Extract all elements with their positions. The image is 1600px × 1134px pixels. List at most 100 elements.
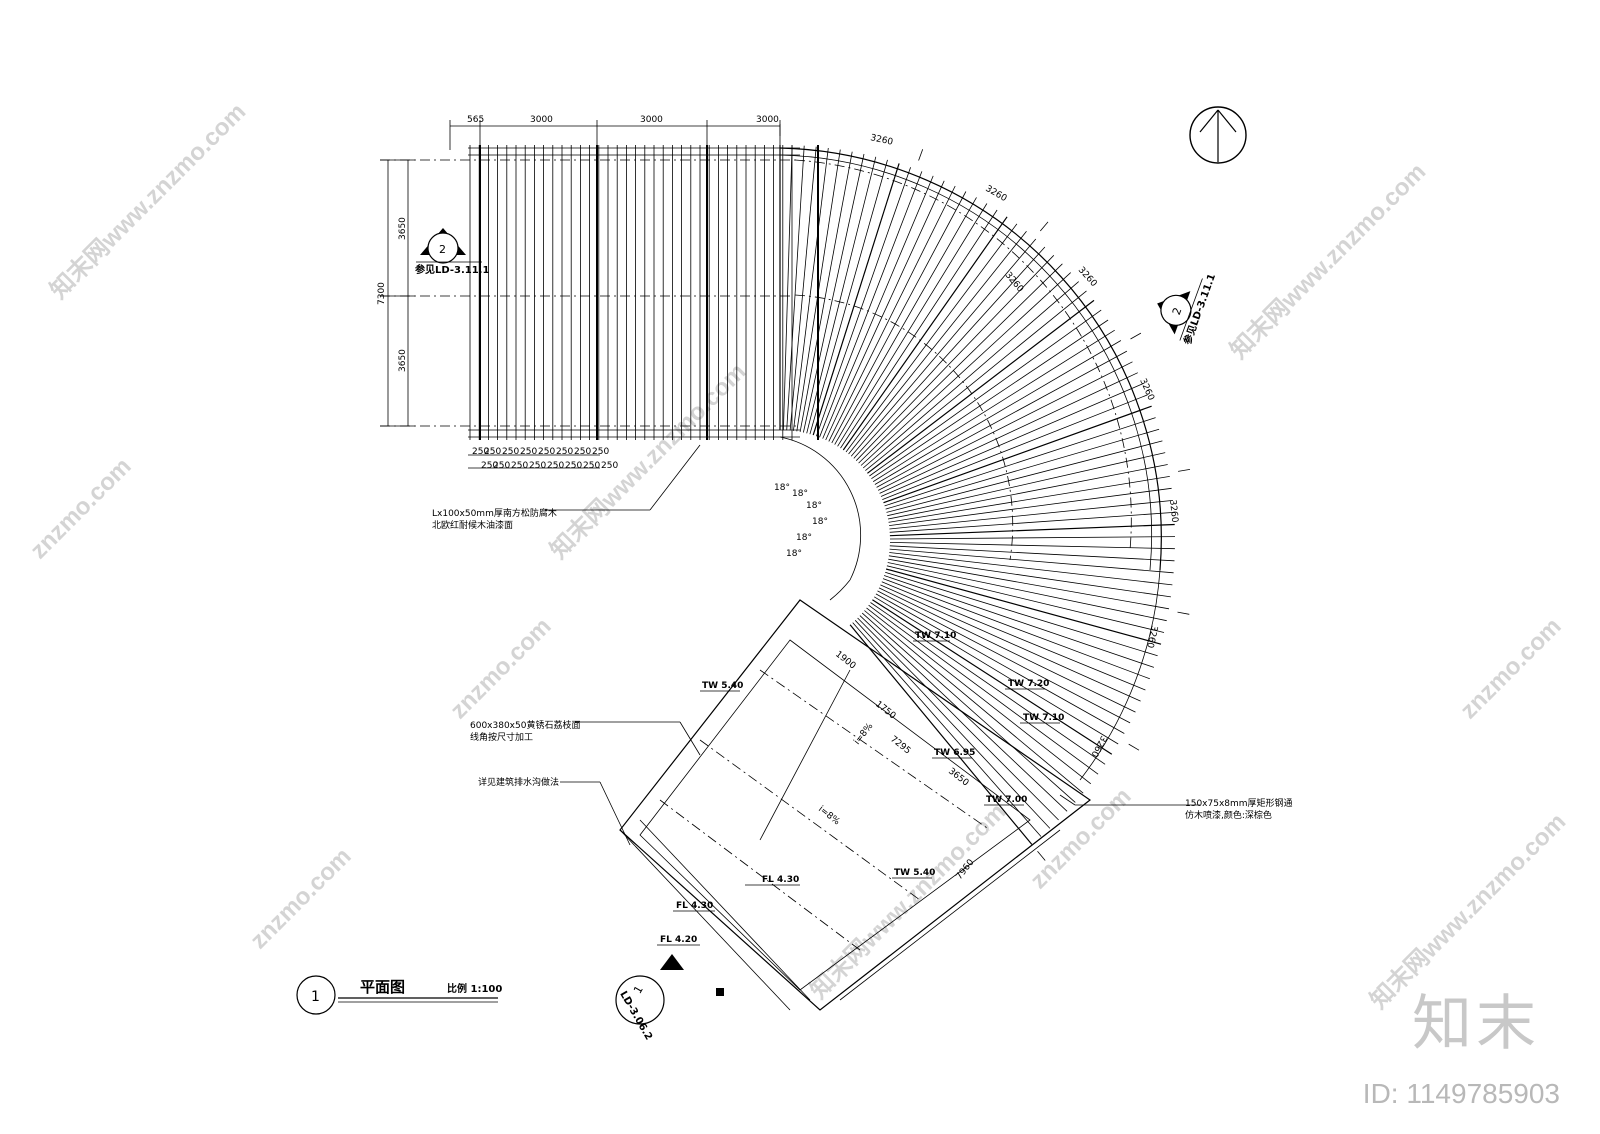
- radial-slat: [884, 417, 1156, 507]
- radial-slat: [876, 350, 1128, 488]
- spacing-2-4: 250: [565, 461, 582, 471]
- arc-dim-2: 3260: [1076, 265, 1099, 289]
- straight-pergola: [380, 145, 819, 440]
- radial-slat: [853, 246, 1046, 459]
- radial-slat: [880, 383, 1143, 497]
- angle-1: 18°: [792, 489, 808, 499]
- section-mark-left: 2 参见LD-3.11.1: [415, 228, 489, 276]
- radial-slat: [888, 476, 1170, 523]
- level-tw-700: TW 7.00: [986, 795, 1027, 805]
- dim-top-3000-c: 3000: [756, 115, 779, 125]
- spacing-1-5: 250: [574, 447, 591, 457]
- radial-slat: [799, 151, 853, 432]
- ramp: [619, 599, 1092, 1011]
- note-steel-1: 150x75x8mm厚矩形钢通: [1185, 797, 1293, 809]
- level-tw-540-a: TW 5.40: [702, 681, 743, 691]
- arc-dim-tick: [1037, 851, 1046, 861]
- radial-slat: [862, 281, 1079, 469]
- title-scale: 比例 1:100: [447, 982, 502, 995]
- radial-slat: [885, 428, 1160, 510]
- section-right-number: 2: [1170, 306, 1185, 317]
- radial-slat: [816, 167, 911, 437]
- level-fl-430-a: FL 4.30: [762, 875, 799, 885]
- north-arrow-icon: [1189, 106, 1247, 164]
- radial-slat: [822, 175, 934, 439]
- slope-1: i=8%: [852, 721, 875, 747]
- arc-dim-tick: [918, 149, 924, 161]
- radial-slat: [803, 153, 865, 433]
- level-tw-695: TW 6.95: [934, 748, 975, 758]
- level-markers: TW 7.10 TW 5.40 TW 7.20 TW 7.10 TW 6.95 …: [657, 631, 1064, 946]
- arc-dim-tick: [1128, 743, 1140, 751]
- radial-slat: [858, 263, 1063, 464]
- slope-2: i=8%: [816, 804, 842, 827]
- watermark-text: znzmo.com: [445, 613, 557, 725]
- arc-dim-0: 3260: [869, 133, 894, 148]
- note-steel-2: 仿木喷漆,颜色:深棕色: [1185, 809, 1272, 821]
- radial-slat: [867, 299, 1095, 474]
- radial-slat: [850, 238, 1037, 457]
- radial-slat: [883, 575, 1155, 668]
- radial-slat: [886, 440, 1163, 513]
- radial-slat: [834, 197, 977, 445]
- angle-2: 18°: [806, 501, 822, 511]
- radial-slat: [881, 581, 1146, 691]
- radial-slat: [849, 624, 1033, 845]
- radial-slat: [889, 500, 1174, 530]
- arc-dim-1: 3260: [984, 184, 1009, 204]
- radial-slat: [871, 319, 1109, 480]
- radial-slat: [888, 555, 1171, 598]
- radial-slat: [854, 620, 1051, 829]
- radial-slat: [864, 610, 1084, 794]
- radial-slat: [786, 145, 805, 431]
- radial-slat: [889, 545, 1175, 562]
- spacing-2-2: 250: [529, 461, 546, 471]
- radial-slat: [885, 568, 1162, 645]
- radial-slat: [857, 617, 1059, 821]
- radial-slat: [885, 571, 1158, 657]
- level-tw-710-a: TW 7.10: [915, 631, 956, 641]
- radial-slat: [789, 146, 817, 431]
- note-stone-2: 线角按尺寸加工: [470, 731, 533, 743]
- angle-0: 18°: [774, 483, 790, 493]
- angle-4: 18°: [796, 533, 812, 543]
- watermark-text: znzmo.com: [245, 843, 357, 955]
- spacing-1-3: 250: [538, 447, 555, 457]
- radial-slat: [825, 180, 945, 441]
- watermark-text: znzmo.com: [1455, 613, 1567, 725]
- radial-slat: [883, 405, 1152, 504]
- radial-slat: [828, 185, 956, 442]
- radial-slat: [887, 452, 1166, 517]
- radial-slat: [875, 593, 1125, 734]
- arc-dim-tick: [1130, 332, 1142, 340]
- ramp-dim-7295: 7295: [888, 734, 912, 756]
- watermark-text: znzmo.com: [25, 453, 137, 565]
- radial-slat: [887, 464, 1168, 520]
- dim-left-3650-a: 3650: [398, 217, 408, 240]
- spacing-1-2: 250: [520, 447, 537, 457]
- curved-pergola: [779, 124, 1191, 861]
- spacing-2-0: 250: [493, 461, 510, 471]
- spacing-1-0: 250: [484, 447, 501, 457]
- level-fl-420: FL 4.20: [660, 935, 697, 945]
- spacing-1-7: 250: [592, 447, 609, 457]
- dim-left-3650-b: 3650: [398, 349, 408, 372]
- radial-slat: [879, 372, 1138, 494]
- radial-slat: [889, 536, 1176, 540]
- watermark-text: znzmo.com: [1025, 783, 1137, 895]
- section-left-ref: 参见LD-3.11.1: [415, 263, 489, 276]
- radial-slat: [812, 163, 900, 436]
- radial-slat: [855, 255, 1055, 461]
- radial-slat: [882, 578, 1150, 680]
- arc-dim-tick: [1177, 611, 1190, 615]
- level-tw-710-b: TW 7.10: [1023, 713, 1064, 723]
- radial-slat: [793, 147, 829, 431]
- level-tw-720: TW 7.20: [1008, 679, 1049, 689]
- arc-dim-5: 3260: [1144, 624, 1159, 649]
- radial-slat: [845, 223, 1018, 453]
- radial-slat: [868, 604, 1099, 775]
- arc-dim-4: 3260: [1167, 499, 1179, 523]
- radial-slat: [882, 394, 1148, 500]
- dim-top-3000-a: 3000: [530, 115, 553, 125]
- radial-slat: [819, 171, 923, 438]
